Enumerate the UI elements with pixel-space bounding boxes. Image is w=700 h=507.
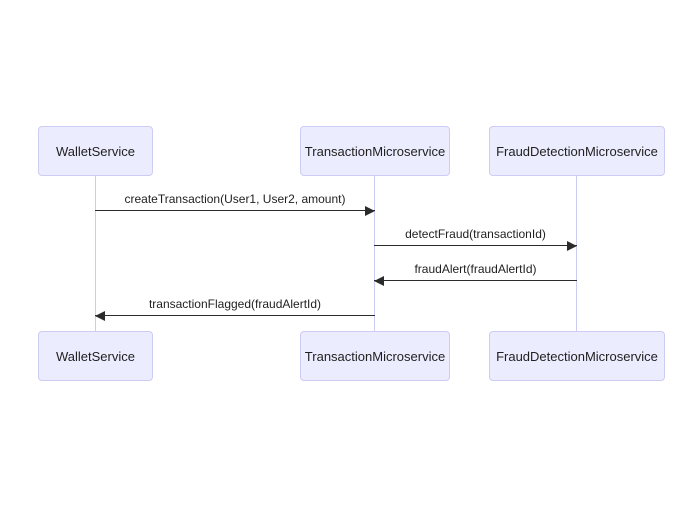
message-line-transaction-flagged bbox=[95, 315, 375, 316]
actor-frauddetectionmicroservice-bottom: FraudDetectionMicroservice bbox=[489, 331, 665, 381]
actor-label: WalletService bbox=[56, 143, 135, 159]
message-line-create-transaction bbox=[95, 210, 375, 211]
lifeline-transactionmicroservice bbox=[374, 176, 375, 331]
actor-label: FraudDetectionMicroservice bbox=[496, 348, 658, 364]
message-label-detect-fraud: detectFraud(transactionId) bbox=[405, 227, 546, 241]
message-line-fraud-alert bbox=[374, 280, 577, 281]
message-label-fraud-alert: fraudAlert(fraudAlertId) bbox=[414, 262, 537, 276]
lifeline-walletservice bbox=[95, 176, 96, 331]
actor-label: TransactionMicroservice bbox=[304, 348, 446, 364]
lifeline-frauddetectionmicroservice bbox=[576, 176, 577, 331]
message-line-detect-fraud bbox=[374, 245, 577, 246]
actor-label: TransactionMicroservice bbox=[304, 143, 446, 159]
arrowhead-left-icon bbox=[374, 276, 384, 286]
message-label-transaction-flagged: transactionFlagged(fraudAlertId) bbox=[148, 297, 322, 311]
arrowhead-right-icon bbox=[567, 241, 577, 251]
actor-transactionmicroservice-bottom: TransactionMicroservice bbox=[300, 331, 450, 381]
actor-transactionmicroservice-top: TransactionMicroservice bbox=[300, 126, 450, 176]
actor-label: WalletService bbox=[56, 348, 135, 364]
actor-walletservice-bottom: WalletService bbox=[38, 331, 153, 381]
actor-frauddetectionmicroservice-top: FraudDetectionMicroservice bbox=[489, 126, 665, 176]
message-label-create-transaction: createTransaction(User1, User2, amount) bbox=[124, 192, 346, 206]
arrowhead-right-icon bbox=[365, 206, 375, 216]
actor-walletservice-top: WalletService bbox=[38, 126, 153, 176]
actor-label: FraudDetectionMicroservice bbox=[496, 143, 658, 159]
arrowhead-left-icon bbox=[95, 311, 105, 321]
